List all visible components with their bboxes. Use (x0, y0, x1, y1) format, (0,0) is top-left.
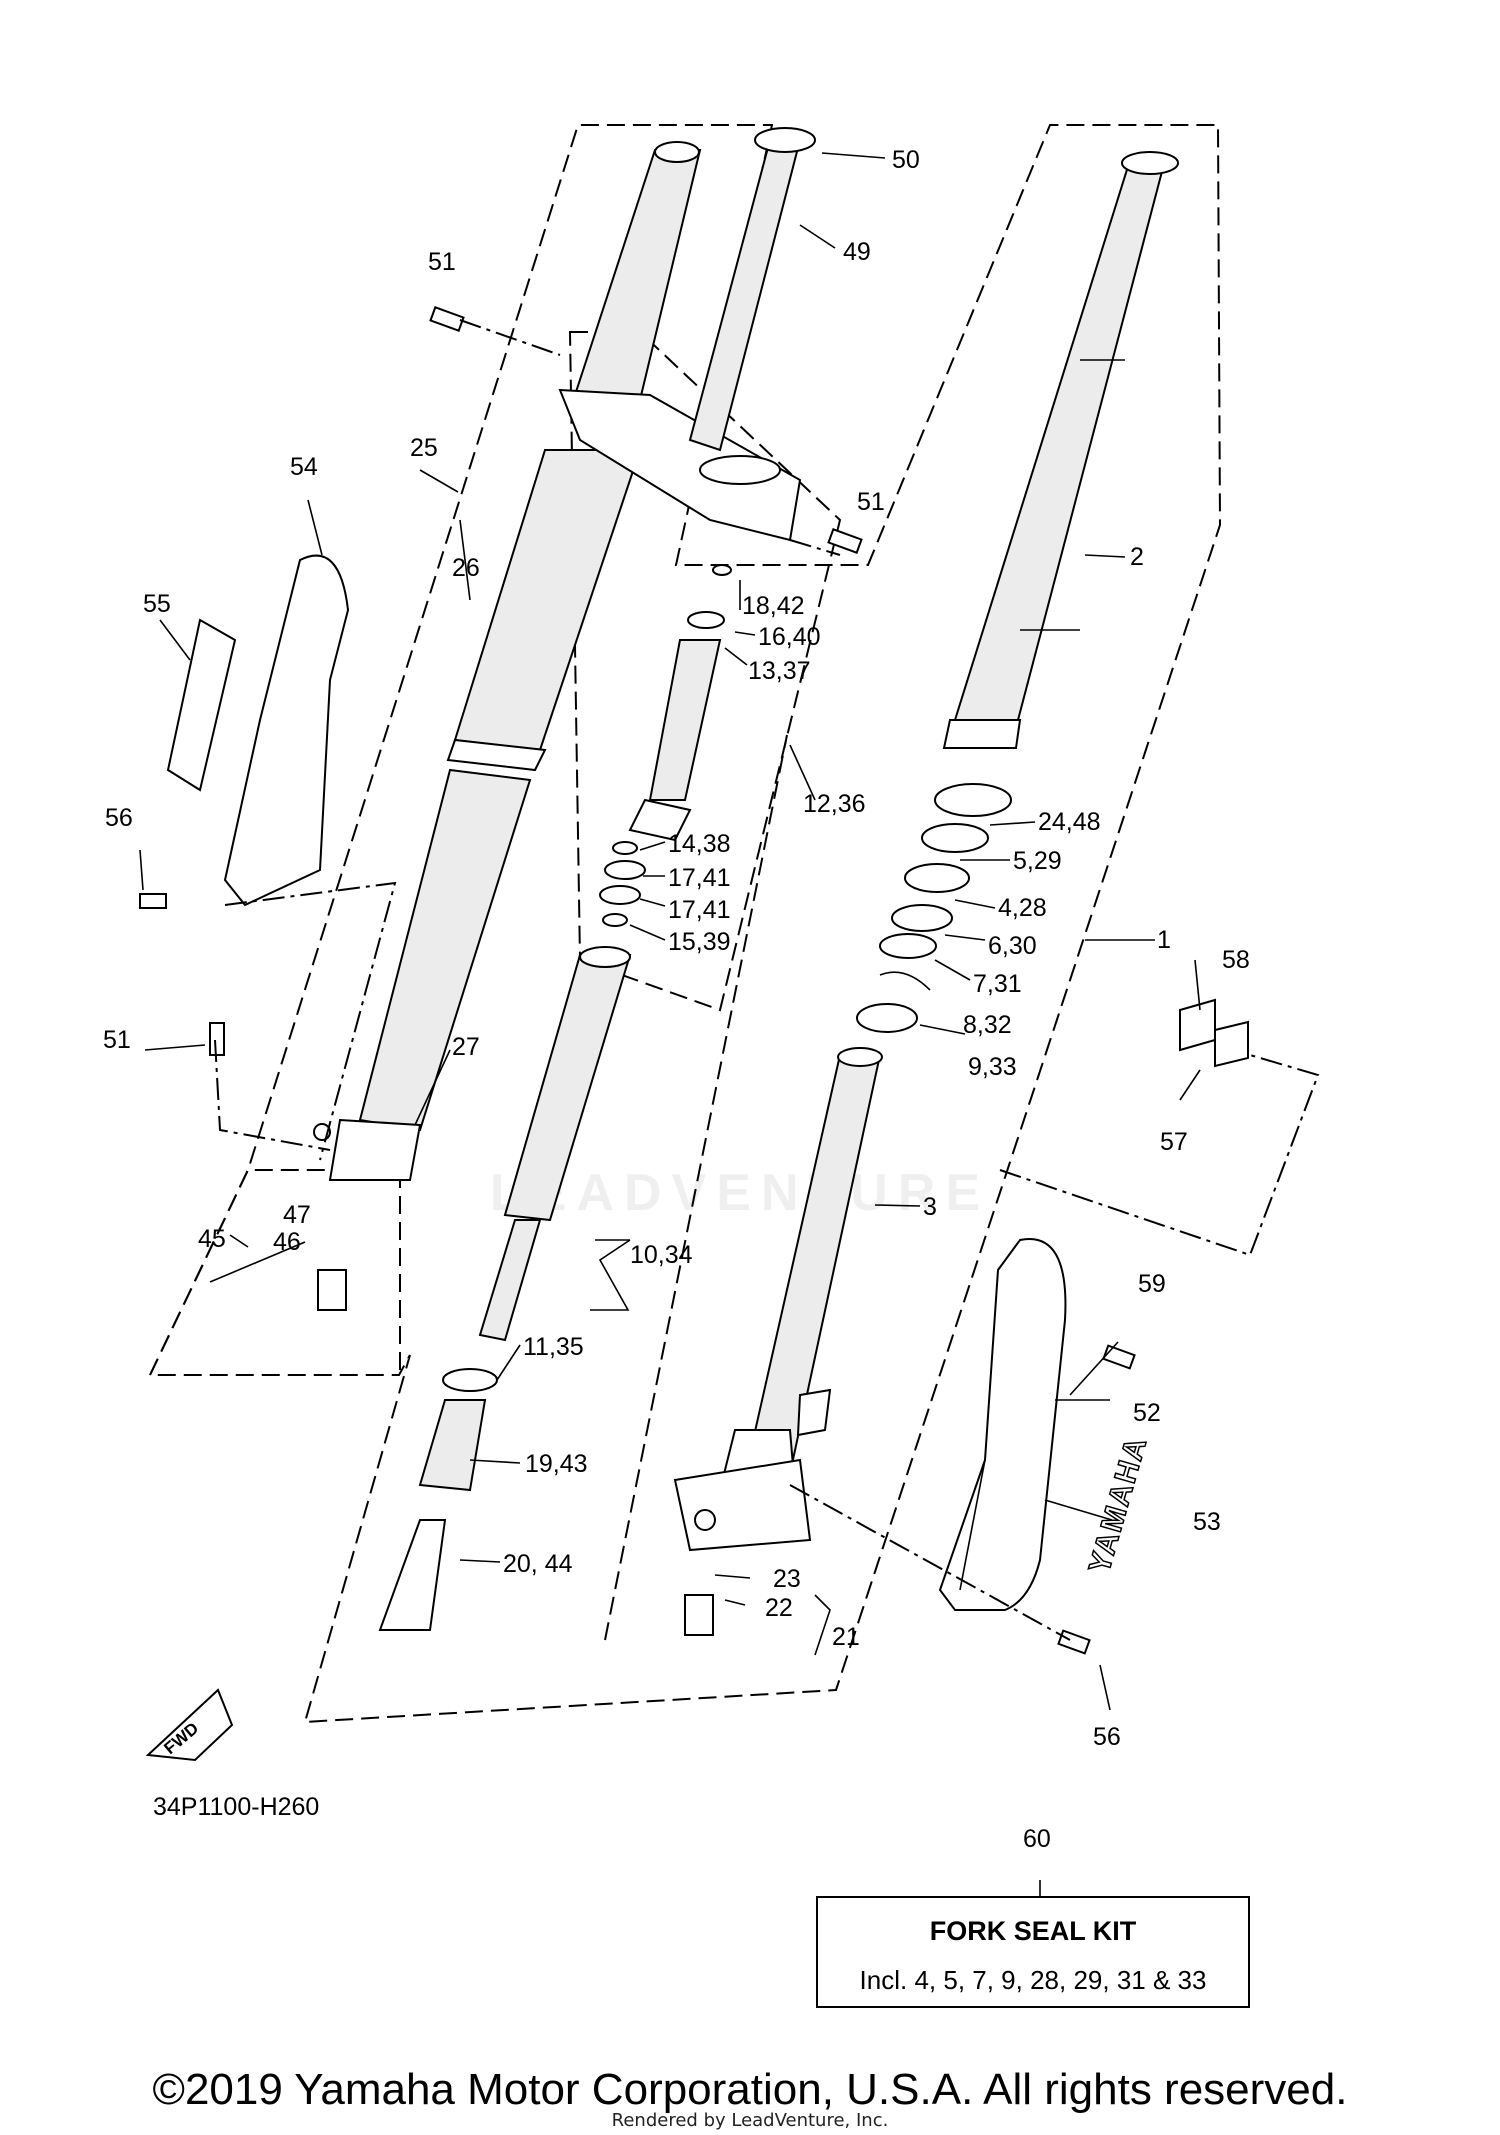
callout-2: 2 (1130, 543, 1144, 571)
callout-25: 25 (410, 434, 438, 462)
callout-11-35: 11,35 (523, 1333, 584, 1361)
callout-8-32: 8,32 (963, 1011, 1012, 1039)
outer-tube-left (313, 141, 702, 1181)
cartridge-parts (378, 564, 732, 1631)
copyright-notice: ©2019 Yamaha Motor Corporation, U.S.A. A… (152, 2065, 1348, 2114)
fork-seal-kit-box: FORK SEAL KIT Incl. 4, 5, 7, 9, 28, 29, … (816, 1896, 1250, 2008)
callout-15-39: 15,39 (668, 928, 731, 956)
callout-26: 26 (452, 554, 480, 582)
callout-19-43: 19,43 (525, 1450, 588, 1478)
callout-56-right: 56 (1093, 1723, 1121, 1751)
callout-6-30: 6,30 (988, 932, 1037, 960)
outer-tube-right (673, 1047, 883, 1552)
watermark-text: LEADVENTURE (490, 1164, 990, 1222)
callout-9-33: 9,33 (968, 1053, 1017, 1081)
callout-12-36: 12,36 (803, 790, 866, 818)
callout-52: 52 (1133, 1399, 1161, 1427)
leader-lines (139, 152, 1201, 1896)
callout-14-38: 14,38 (668, 830, 731, 858)
callout-55: 55 (143, 590, 171, 618)
callout-54: 54 (290, 453, 318, 481)
fwd-arrow: FWD (145, 1688, 234, 1762)
callout-51-clamp: 51 (857, 488, 885, 516)
callout-60: 60 (1023, 1825, 1051, 1853)
callout-18-42: 18,42 (742, 592, 805, 620)
callout-20-44: 20, 44 (503, 1550, 573, 1578)
inner-tube-right (942, 151, 1179, 749)
callout-56-left: 56 (105, 804, 133, 832)
callout-53: 53 (1193, 1508, 1221, 1536)
callout-21: 21 (832, 1623, 860, 1651)
guard-logo: YAMAHA (1083, 1432, 1154, 1577)
callout-4-28: 4,28 (998, 894, 1047, 922)
callout-22: 22 (765, 1594, 793, 1622)
triple-clamp (558, 127, 816, 542)
callout-5-29: 5,29 (1013, 847, 1062, 875)
fork-guard-left (166, 554, 350, 907)
callout-51-left: 51 (103, 1026, 131, 1054)
callout-1: 1 (1157, 926, 1171, 954)
rendered-by-note: Rendered by LeadVenture, Inc. (611, 2110, 889, 2131)
callout-47: 47 (283, 1201, 311, 1229)
callout-16-40: 16,40 (758, 623, 821, 651)
callout-45: 45 (198, 1225, 226, 1253)
callout-13-37: 13,37 (748, 657, 811, 685)
seal-stack (856, 783, 1012, 1033)
callout-49: 49 (843, 238, 871, 266)
fork-guard-right: YAMAHA (938, 1238, 1154, 1611)
callout-27: 27 (452, 1033, 480, 1061)
callout-57: 57 (1160, 1128, 1188, 1156)
callout-17-41-b: 17,41 (668, 896, 731, 924)
callout-23: 23 (773, 1565, 801, 1593)
callout-46: 46 (273, 1228, 301, 1256)
callout-50: 50 (892, 146, 920, 174)
center-lines (214, 319, 1320, 1641)
callouts: 1 2 3 24,48 5,29 4,28 6,30 7,31 8,32 9,3… (103, 146, 1250, 1853)
callout-59: 59 (1138, 1270, 1166, 1298)
callout-10-34: 10,34 (630, 1241, 693, 1269)
bolts (139, 306, 1136, 1655)
callout-3: 3 (923, 1193, 937, 1221)
kit-contents: Incl. 4, 5, 7, 9, 28, 29, 31 & 33 (859, 1965, 1207, 1995)
callout-58: 58 (1222, 946, 1250, 974)
diagram-reference: 34P1100-H260 (153, 1793, 319, 1821)
kit-title: FORK SEAL KIT (929, 1916, 1137, 1946)
callout-24-48: 24,48 (1038, 808, 1101, 836)
guard-bracket (1179, 998, 1249, 1068)
callout-17-41-a: 17,41 (668, 864, 731, 892)
callout-7-31: 7,31 (973, 970, 1022, 998)
callout-51-top: 51 (428, 248, 456, 276)
